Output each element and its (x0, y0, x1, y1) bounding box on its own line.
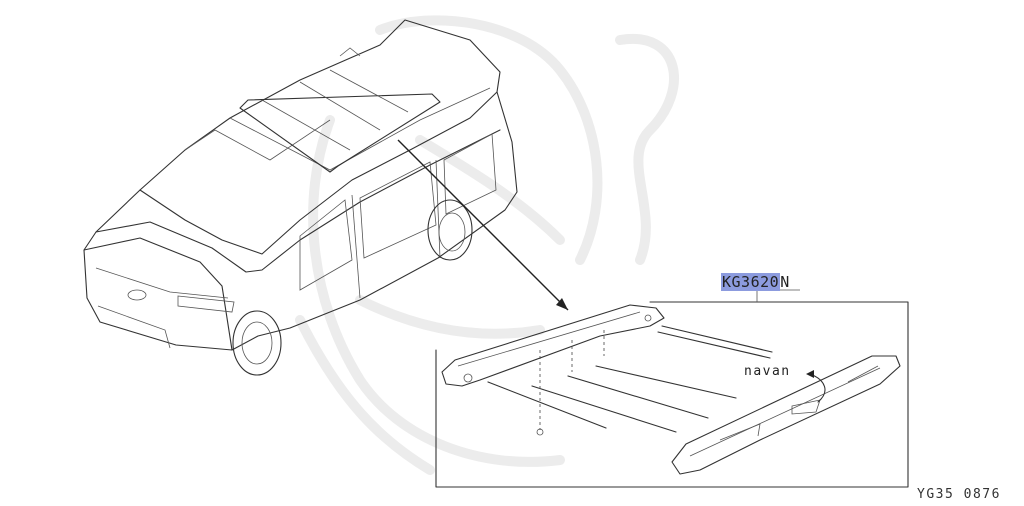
watermark-emblem (295, 15, 679, 475)
annotation-label: navan (744, 364, 791, 379)
part-number-label[interactable]: KG3620N (721, 272, 790, 292)
detail-inset (435, 289, 909, 488)
pointer-arrow (397, 139, 569, 311)
part-number-highlight[interactable]: KG3620 (721, 273, 781, 291)
van-illustration (83, 19, 518, 376)
reference-code: YG35 0876 (917, 487, 1001, 502)
part-number-suffix: N (780, 273, 790, 291)
